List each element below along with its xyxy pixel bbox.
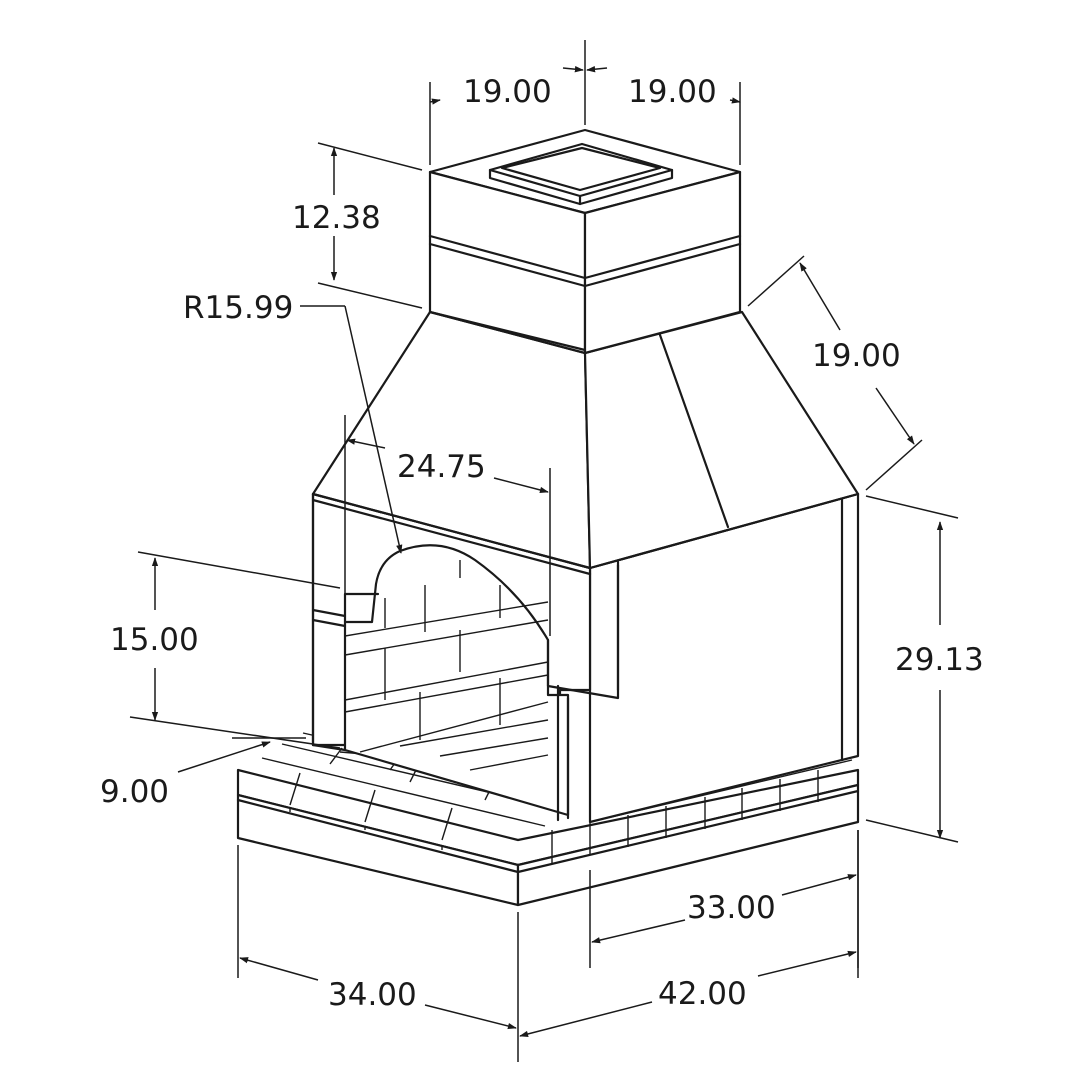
dim-side-height-label: 29.13	[895, 642, 984, 678]
dim-base-front-label: 34.00	[328, 977, 417, 1013]
dim-base-side-label: 42.00	[658, 976, 747, 1012]
dim-top-right-width: 19.00	[628, 74, 717, 110]
dim-opening-height	[129, 551, 341, 749]
dim-base-front	[237, 845, 519, 1062]
dim-arch-radius-label: R15.99	[183, 290, 293, 326]
dim-top-width	[429, 40, 741, 165]
front-wall	[311, 492, 620, 822]
dim-base-side	[519, 830, 859, 1038]
chimney-cap	[428, 128, 742, 355]
dim-cap-height-label: 12.38	[292, 200, 381, 236]
dim-hearth-extension-label: 9.00	[100, 774, 169, 810]
dim-side-height	[865, 495, 959, 843]
dim-opening-width	[344, 415, 551, 636]
dim-hood-depth-label: 19.00	[812, 338, 901, 374]
dim-hearth-extension	[177, 737, 306, 773]
base-slab	[236, 768, 860, 907]
dim-opening-width-label: 24.75	[397, 449, 486, 485]
dim-hood-depth	[747, 255, 923, 491]
dim-arch-radius	[300, 305, 403, 554]
dim-top-left-width: 19.00	[463, 74, 552, 110]
hood	[311, 310, 860, 576]
dim-opening-height-label: 15.00	[110, 622, 199, 658]
dim-cap-height	[317, 142, 423, 309]
firebox-bricks	[344, 560, 549, 771]
dim-side-depth-label: 33.00	[687, 890, 776, 926]
